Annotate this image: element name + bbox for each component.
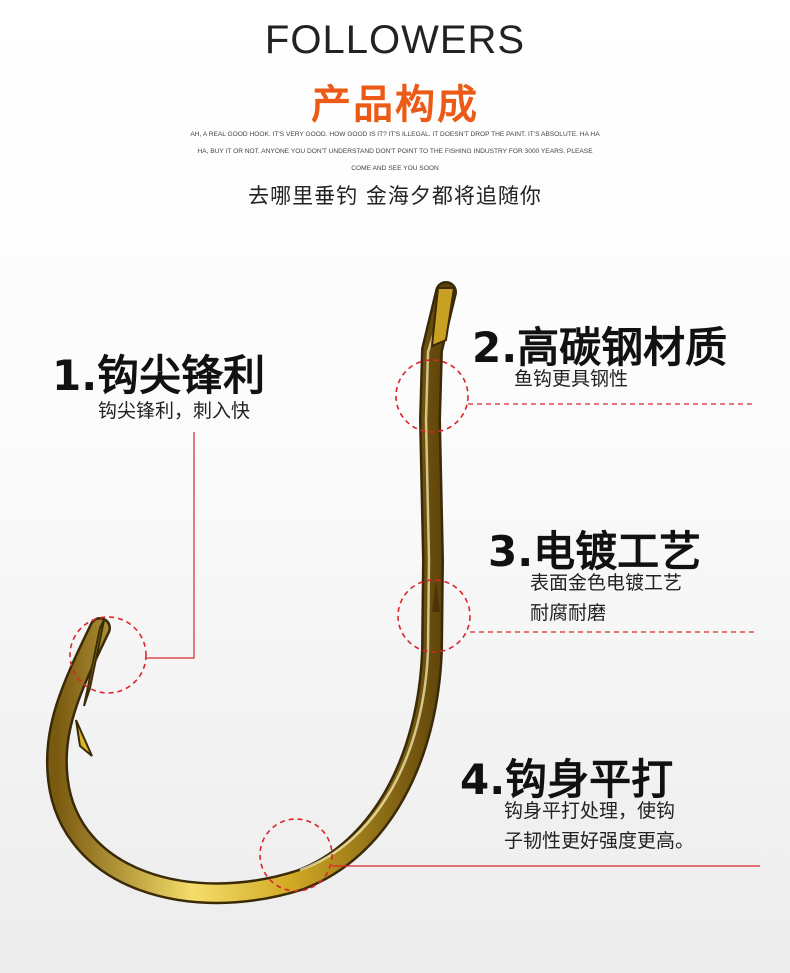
leader-line-point [146,432,195,659]
blurb-line: HA, BUY IT OR NOT. ANYONE YOU DON'T UNDE… [197,148,593,155]
callout-circle-flat [259,818,333,892]
callout-circle-plating [397,579,471,653]
feature-desc-line: 子韧性更好强度更高。 [504,830,695,852]
feature-desc-line: 耐腐耐磨 [530,602,607,624]
feature-title-steel: 2.高碳钢材质 [472,323,728,372]
blurb-line: COME AND SEE YOU SOON [351,165,439,172]
feature-title-flat: 4.钩身平打 [460,755,674,804]
english-blurb: AH, A REAL GOOD HOOK. IT'S VERY GOOD. HO… [165,126,625,177]
feature-desc-plating: 表面金色电镀工艺 耐腐耐磨 [530,568,682,628]
callout-circle-point [69,616,147,694]
feature-desc-line: 钩身平打处理，使钩 [504,800,676,822]
feature-desc-line: 钩尖锋利，刺入快 [98,400,251,422]
feature-title-plating: 3.电镀工艺 [488,527,702,576]
feature-title-point: 1.钩尖锋利 [52,351,266,400]
hook-shape [45,281,457,905]
slogan: 去哪里垂钓 金海夕都将追随你 [248,184,542,208]
section-title: 产品构成 [311,82,479,128]
feature-desc-line: 表面金色电镀工艺 [530,572,683,594]
brand-wordmark: FOLLOWERS [264,18,526,62]
feature-desc-point: 钩尖锋利，刺入快 [98,396,250,426]
blurb-line: AH, A REAL GOOD HOOK. IT'S VERY GOOD. HO… [190,131,600,138]
feature-desc-steel: 鱼钩更具钢性 [514,364,628,394]
feature-desc-flat: 钩身平打处理，使钩 子韧性更好强度更高。 [504,796,694,856]
callout-circle-steel [395,359,469,433]
feature-desc-line: 鱼钩更具钢性 [514,368,629,390]
